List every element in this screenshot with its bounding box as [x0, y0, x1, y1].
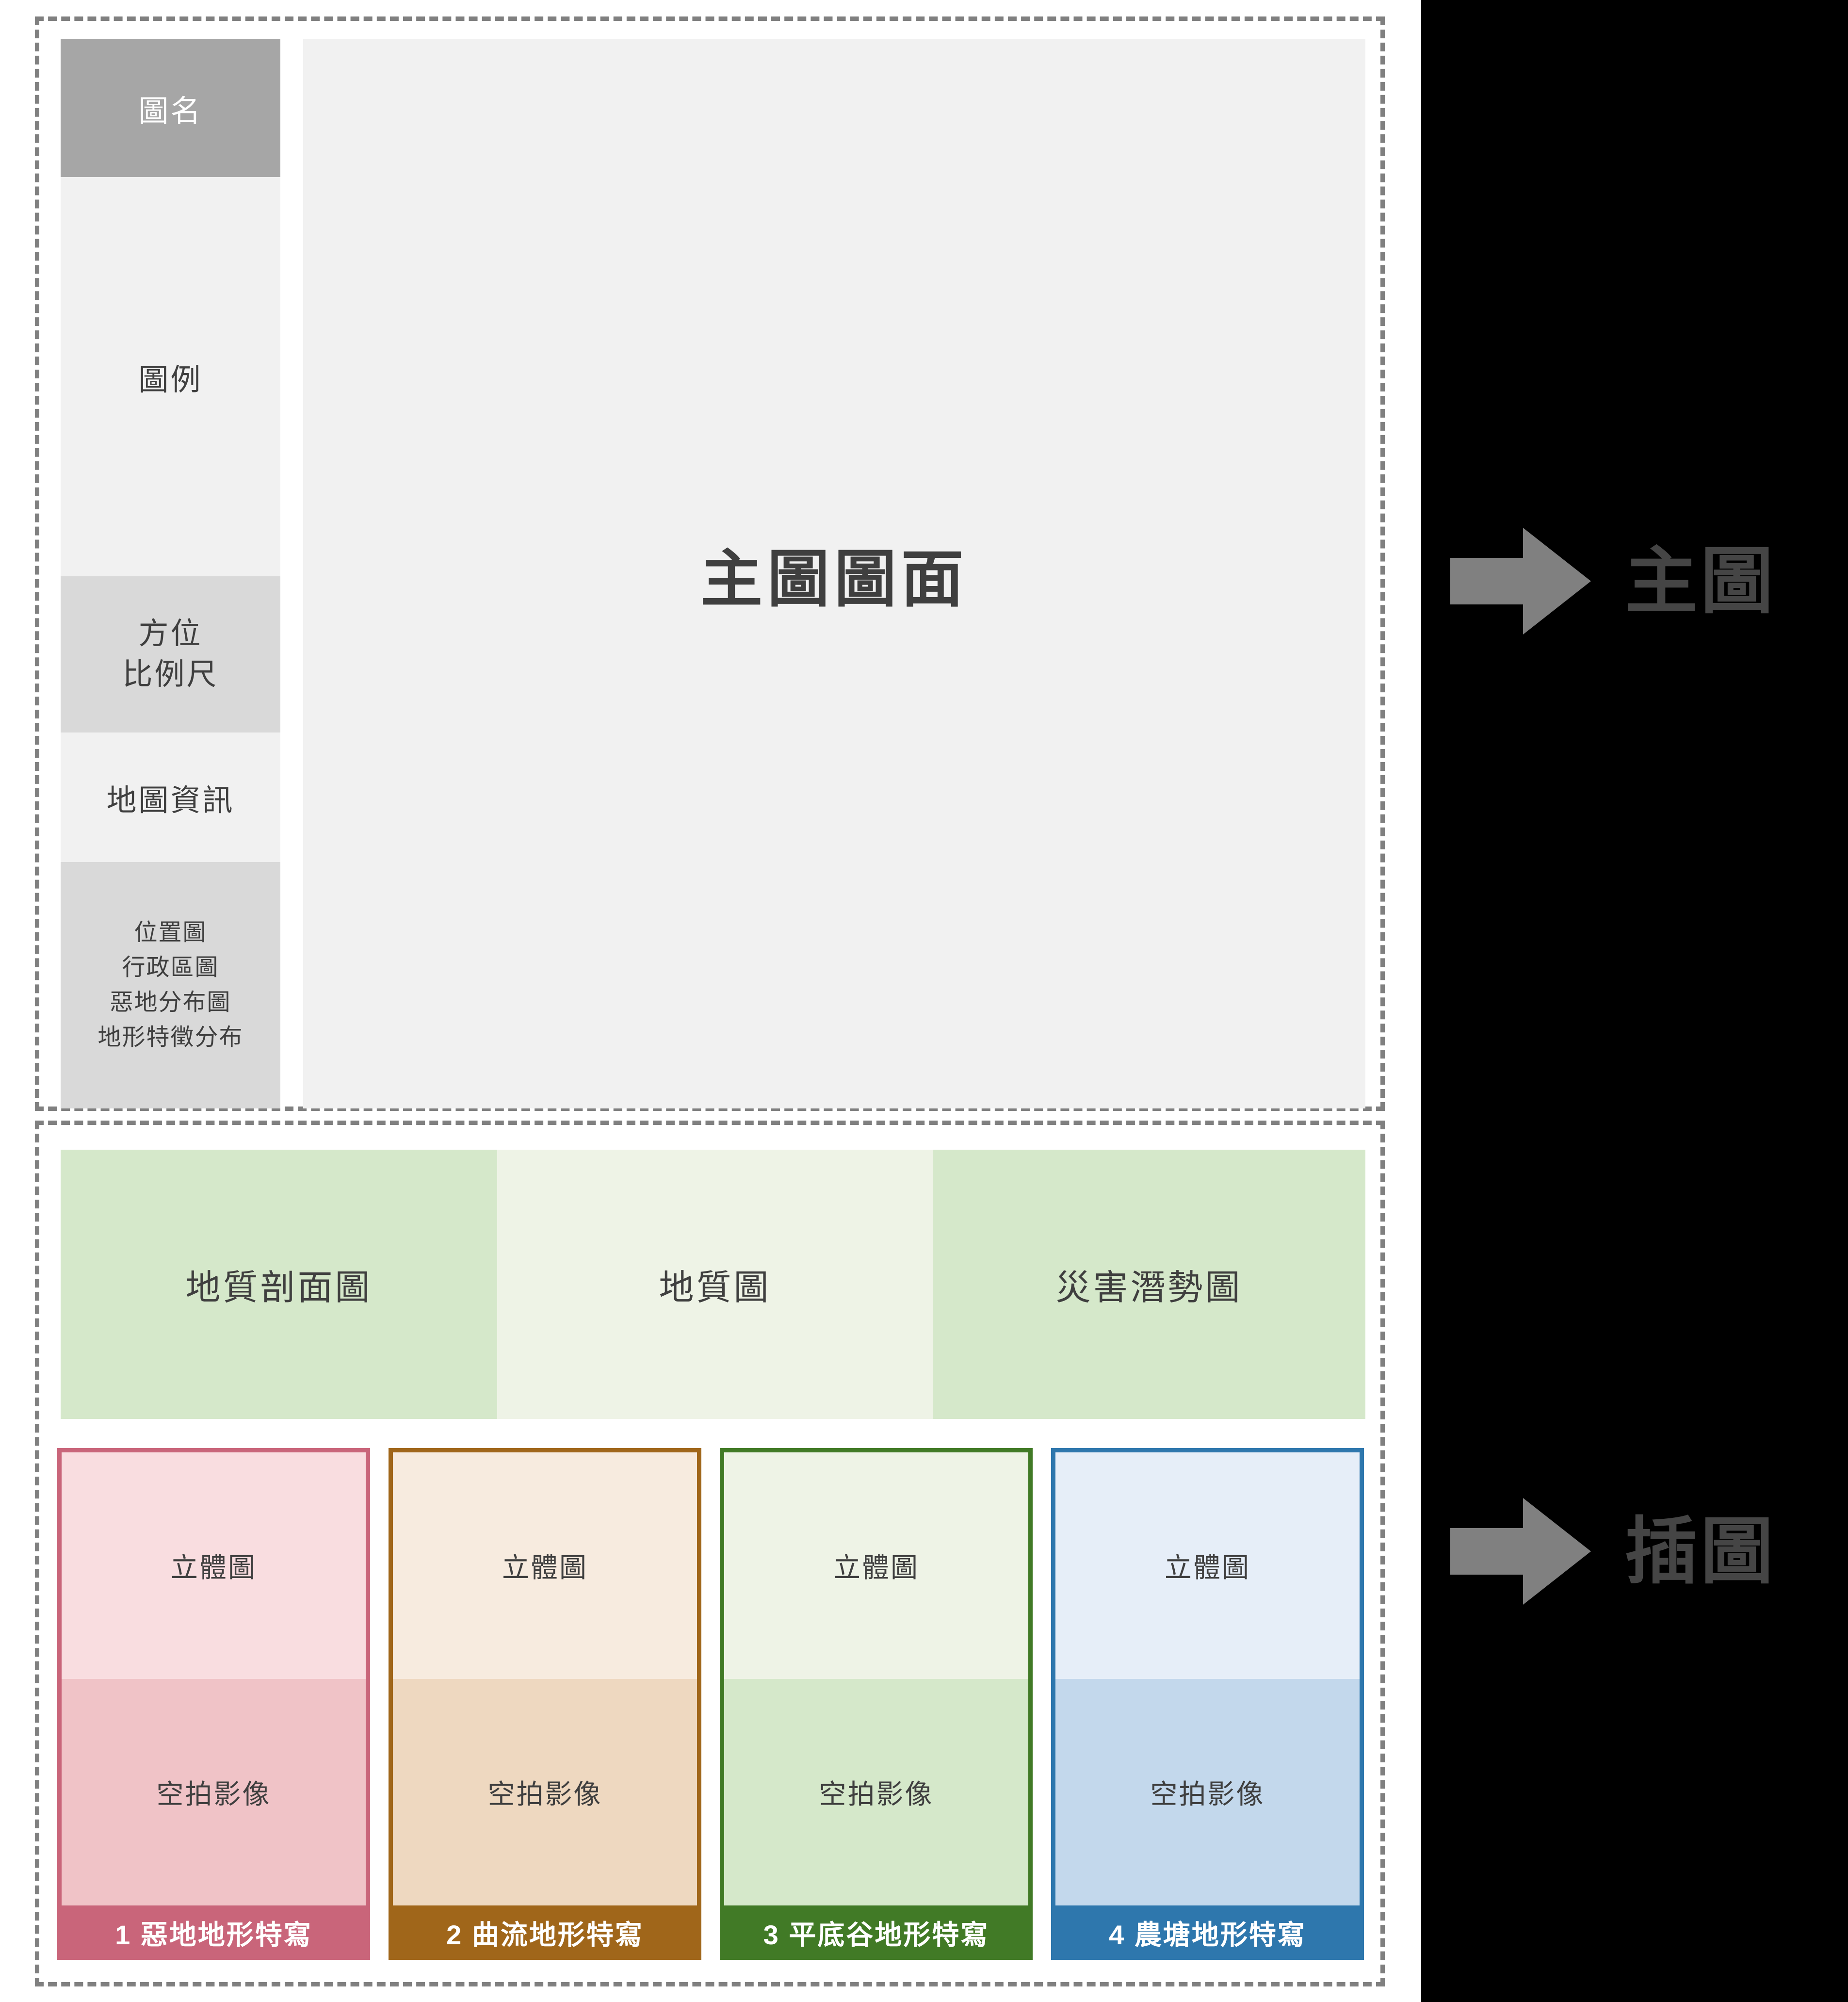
right-arrow-icon [1450, 528, 1591, 635]
sidebar-block-locator-line-1: 位置圖 [134, 920, 207, 945]
inset-card-footer-label: 1 惡地地形特寫 [115, 1919, 312, 1950]
inset-card-footer: 3 平底谷地形特寫 [720, 1905, 1033, 1960]
inset-card-3d-view: 立體圖 [724, 1452, 1028, 1679]
thematic-panel-geologic-map: 地質圖 [497, 1150, 933, 1419]
inset-card-3d-view-label: 立體圖 [833, 1552, 919, 1583]
inset-card-footer: 1 惡地地形特寫 [57, 1905, 370, 1960]
sidebar-block-title-label: 圖名 [138, 94, 203, 128]
inset-card-aerial-view: 空拍影像 [724, 1679, 1028, 1905]
thematic-panel-hazard-map-label: 災害潛勢圖 [1055, 1269, 1243, 1307]
inset-card-body: 立體圖 空拍影像 [389, 1448, 701, 1905]
thematic-panel-geologic-section-label: 地質剖面圖 [185, 1269, 373, 1307]
inset-card-3d-view: 立體圖 [62, 1452, 366, 1679]
main-map-face: 主圖圖面 [303, 39, 1365, 1108]
inset-card-3d-view: 立體圖 [393, 1452, 697, 1679]
inset-section-outline [35, 1121, 1385, 1986]
inset-card: 立體圖 空拍影像 2 曲流地形特寫 [389, 1448, 701, 1960]
main-map-section-outline [35, 16, 1385, 1111]
thematic-map-row: 地質剖面圖 地質圖 災害潛勢圖 [61, 1150, 1365, 1419]
thematic-panel-geologic-map-label: 地質圖 [659, 1269, 771, 1307]
inset-card-3d-view-label: 立體圖 [171, 1552, 257, 1583]
sidebar-block-title: 圖名 [61, 39, 280, 177]
inset-card-aerial-view: 空拍影像 [1055, 1679, 1360, 1905]
sidebar-block-legend-label: 圖例 [138, 363, 203, 397]
inset-annotation-label: 插圖 [1625, 1511, 1777, 1592]
sidebar-block-locator-line-4: 地形特徵分布 [97, 1025, 243, 1050]
annotation-panel [1421, 0, 1848, 2002]
right-arrow-icon [1450, 1498, 1591, 1605]
inset-card-footer-label: 2 曲流地形特寫 [446, 1919, 644, 1950]
inset-annotation: 插圖 [1450, 1498, 1776, 1605]
inset-card: 立體圖 空拍影像 4 農塘地形特寫 [1051, 1448, 1364, 1960]
main-map-annotation-label: 主圖 [1625, 540, 1777, 622]
inset-card-aerial-view: 空拍影像 [62, 1679, 366, 1905]
sidebar-block-north-scale: 方位 比例尺 [61, 576, 280, 732]
thematic-panel-hazard-map: 災害潛勢圖 [933, 1150, 1365, 1419]
main-map-annotation: 主圖 [1450, 528, 1776, 635]
sidebar-block-locator-line-2: 行政區圖 [122, 955, 219, 980]
inset-card-body: 立體圖 空拍影像 [720, 1448, 1033, 1905]
sidebar-block-locator: 位置圖 行政區圖 惡地分布圖 地形特徵分布 [61, 862, 280, 1108]
inset-card: 立體圖 空拍影像 3 平底谷地形特寫 [720, 1448, 1033, 1960]
thematic-panel-geologic-section: 地質剖面圖 [61, 1150, 497, 1419]
inset-card-aerial-view-label: 空拍影像 [819, 1779, 934, 1809]
map-sidebar: 圖名 圖例 方位 比例尺 地圖資訊 位置圖 行政區圖 惡地分布圖 地形特徵分布 [61, 39, 280, 1108]
inset-card-body: 立體圖 空拍影像 [1051, 1448, 1364, 1905]
sidebar-block-locator-line-3: 惡地分布圖 [110, 990, 231, 1015]
sidebar-block-north-line-1: 方位 [138, 617, 203, 651]
sidebar-block-north-line-2: 比例尺 [122, 658, 219, 691]
inset-card-footer-label: 3 平底谷地形特寫 [763, 1919, 989, 1950]
inset-card-body: 立體圖 空拍影像 [57, 1448, 370, 1905]
inset-card-aerial-view-label: 空拍影像 [487, 1779, 602, 1809]
main-map-face-label: 主圖圖面 [700, 545, 968, 614]
inset-card-aerial-view: 空拍影像 [393, 1679, 697, 1905]
inset-card-3d-view-label: 立體圖 [502, 1552, 588, 1583]
inset-card-aerial-view-label: 空拍影像 [1150, 1779, 1265, 1809]
sidebar-block-map-info: 地圖資訊 [61, 732, 280, 862]
inset-card-3d-view-label: 立體圖 [1165, 1552, 1250, 1583]
sidebar-block-map-info-label: 地圖資訊 [106, 783, 235, 817]
inset-card-row: 立體圖 空拍影像 1 惡地地形特寫 立體圖 空拍影像 2 曲流地形特寫 [57, 1448, 1364, 1960]
inset-card-3d-view: 立體圖 [1055, 1452, 1360, 1679]
inset-card-footer: 4 農塘地形特寫 [1051, 1905, 1364, 1960]
sidebar-block-legend: 圖例 [61, 177, 280, 576]
inset-card: 立體圖 空拍影像 1 惡地地形特寫 [57, 1448, 370, 1960]
inset-card-footer-label: 4 農塘地形特寫 [1109, 1919, 1306, 1950]
inset-card-aerial-view-label: 空拍影像 [156, 1779, 271, 1809]
inset-card-footer: 2 曲流地形特寫 [389, 1905, 701, 1960]
